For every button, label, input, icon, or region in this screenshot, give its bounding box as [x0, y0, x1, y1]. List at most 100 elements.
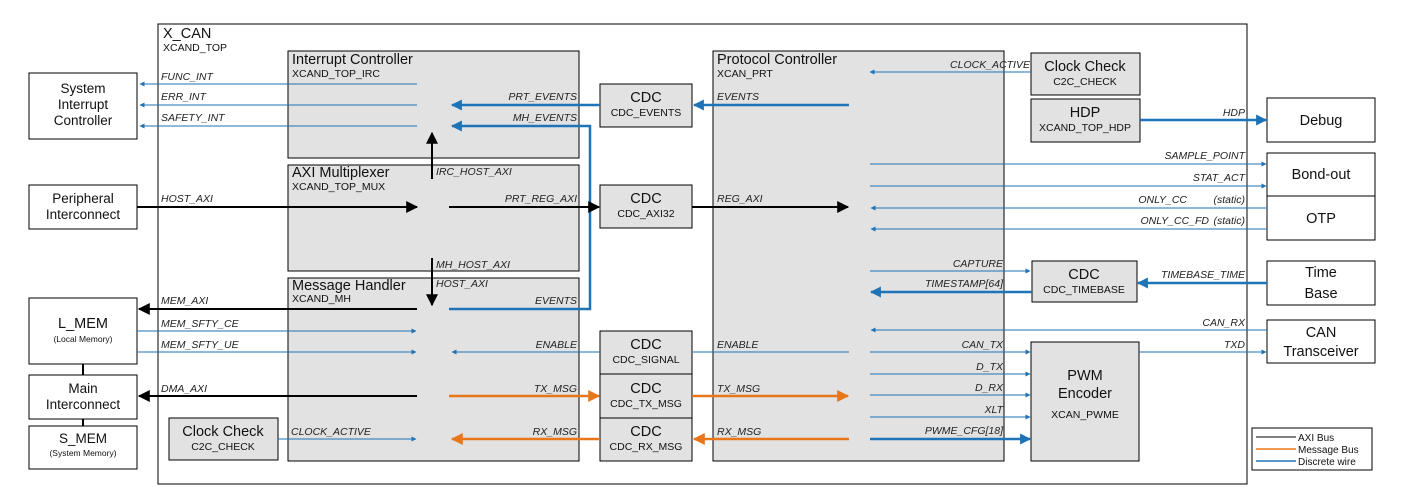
label-sample-point: SAMPLE_POINT [1164, 150, 1246, 162]
label-prt-events: PRT_EVENTS [508, 91, 577, 103]
periph-line2: Interconnect [46, 207, 121, 222]
label-mem-sfty-ce: MEM_SFTY_CE [161, 318, 240, 330]
s-mem-title: S_MEM [59, 431, 107, 446]
cdc-events-block: CDC CDC_EVENTS [599, 83, 693, 128]
label-rx-msg-prt: RX_MSG [717, 426, 761, 438]
label-enable-mh: ENABLE [536, 339, 578, 351]
label-only-cc: ONLY_CC [1138, 194, 1187, 206]
pwm-encoder-block: PWM Encoder XCAN_PWME [1030, 341, 1140, 462]
l-mem-title: L_MEM [58, 316, 108, 332]
label-mh-events: MH_EVENTS [513, 112, 577, 124]
otp-label: OTP [1306, 211, 1336, 227]
wire-d-rx: D_RX [870, 382, 1031, 398]
mh-subtitle: XCAND_MH [292, 293, 351, 305]
cdc-timebase-subtitle: CDC_TIMEBASE [1043, 284, 1125, 296]
cdc-rx-subtitle: CDC_RX_MSG [610, 441, 683, 453]
cdc-timebase-title: CDC [1068, 267, 1099, 283]
wire-mem-sfty-ce: MEM_SFTY_CE [137, 318, 417, 334]
bond-out-label: Bond-out [1292, 167, 1351, 183]
label-only-cc-static: (static) [1214, 194, 1246, 206]
sic-line3: Controller [54, 113, 113, 128]
pwm-subtitle: XCAN_PWME [1051, 409, 1119, 421]
hdp-block: HDP XCAND_TOP_HDP [1030, 98, 1141, 143]
label-reg-axi: REG_AXI [717, 193, 763, 205]
main-interconnect-block: Main Interconnect [28, 374, 138, 420]
time-base-block: Time Base [1266, 260, 1376, 306]
label-xlt: XLT [984, 404, 1005, 416]
label-clock-active-top: CLOCK_ACTIVE [950, 59, 1031, 71]
label-dma-axi: DMA_AXI [161, 383, 207, 395]
wire-prt-reg-axi: PRT_REG_AXI [449, 193, 601, 213]
label-mem-axi: MEM_AXI [161, 295, 208, 307]
wire-err-int: ERR_INT [139, 91, 417, 108]
hdp-title: HDP [1070, 105, 1101, 121]
wire-irc-host-axi: IRC_HOST_AXI [426, 131, 512, 179]
pwm-title-line1: PWM [1067, 368, 1102, 384]
wire-only-cc: ONLY_CC (static) [870, 194, 1266, 211]
sic-line2: Interrupt [58, 97, 109, 112]
axi-multiplexer-block: AXI Multiplexer XCAND_TOP_MUX [287, 164, 580, 272]
label-clock-active-bottom: CLOCK_ACTIVE [291, 426, 372, 438]
xcan-title: X_CAN [163, 26, 211, 42]
label-capture: CAPTURE [953, 258, 1004, 270]
legend: AXI Bus Message Bus Discrete wire [1251, 427, 1373, 471]
wire-tx-msg-prt: TX_MSG [692, 383, 850, 402]
label-mh-host-axi: MH_HOST_AXI [436, 259, 510, 271]
label-events-prt: EVENTS [717, 91, 759, 103]
wire-can-rx: CAN_RX [870, 317, 1267, 333]
wire-mem-sfty-ue: MEM_SFTY_UE [137, 339, 417, 355]
label-host-axi-in: HOST_AXI [161, 193, 213, 205]
cdc-tx-subtitle: CDC_TX_MSG [610, 398, 682, 410]
cdc-tx-title: CDC [630, 381, 661, 397]
wire-clock-active-top: CLOCK_ACTIVE [869, 59, 1031, 75]
label-timebase-time: TIMEBASE_TIME [1161, 269, 1246, 281]
wire-rx-msg-prt: RX_MSG [692, 426, 849, 445]
peripheral-interconnect-block: Peripheral Interconnect [28, 184, 138, 230]
wire-func-int: FUNC_INT [139, 71, 417, 87]
otp-block: OTP [1266, 195, 1376, 241]
wire-sample-point: SAMPLE_POINT [870, 150, 1267, 167]
system-interrupt-controller-block: System Interrupt Controller [28, 72, 138, 140]
clock-check-bottom-subtitle: C2C_CHECK [191, 441, 255, 453]
sic-line1: System [60, 81, 105, 96]
label-hdp: HDP [1223, 107, 1245, 119]
debug-block: Debug [1266, 97, 1376, 143]
irc-title: Interrupt Controller [292, 52, 413, 68]
legend-axi-bus: AXI Bus [1298, 433, 1334, 444]
wire-timestamp: TIMESTAMP[64] [869, 278, 1032, 298]
label-txd: TXD [1224, 339, 1245, 351]
wire-xlt: XLT [870, 404, 1031, 420]
wire-pwme-cfg: PWME_CFG[18] [870, 425, 1032, 445]
label-func-int: FUNC_INT [161, 71, 215, 83]
cdc-timebase-block: CDC CDC_TIMEBASE [1031, 260, 1138, 303]
can-trx-line1: CAN [1306, 325, 1337, 341]
cdc-rx-title: CDC [630, 424, 661, 440]
l-mem-subtitle: (Local Memory) [53, 334, 112, 344]
mux-title: AXI Multiplexer [292, 165, 390, 181]
label-host-axi-mh: HOST_AXI [436, 278, 488, 290]
wire-rx-msg-mh: RX_MSG [450, 426, 600, 445]
label-irc-host-axi: IRC_HOST_AXI [436, 166, 512, 178]
wire-reg-axi: REG_AXI [692, 193, 850, 213]
legend-discrete-wire: Discrete wire [1298, 457, 1356, 468]
wire-dma-axi: DMA_AXI [137, 383, 417, 402]
time-base-line2: Base [1304, 286, 1337, 302]
l-mem-block: L_MEM (Local Memory) [28, 297, 138, 365]
label-err-int: ERR_INT [161, 91, 208, 103]
wire-timebase-time: TIMEBASE_TIME [1136, 269, 1267, 289]
wire-mh-host-axi: MH_HOST_AXI HOST_AXI [426, 258, 510, 307]
clock-check-bottom-title: Clock Check [182, 424, 264, 440]
label-mem-sfty-ue: MEM_SFTY_UE [161, 339, 240, 351]
cdc-tx-msg-block: CDC CDC_TX_MSG [599, 373, 693, 419]
cdc-rx-msg-block: CDC CDC_RX_MSG [599, 417, 693, 462]
label-stat-act: STAT_ACT [1193, 172, 1247, 184]
main-ic-line2: Interconnect [46, 397, 121, 412]
xcan-subtitle: XCAND_TOP [163, 42, 227, 54]
cdc-signal-subtitle: CDC_SIGNAL [612, 354, 679, 366]
mh-title: Message Handler [292, 278, 406, 294]
wire-hdp: HDP [1140, 107, 1268, 126]
can-trx-line2: Transceiver [1283, 344, 1358, 360]
main-ic-line1: Main [68, 381, 97, 396]
legend-message-bus: Message Bus [1298, 445, 1359, 456]
label-tx-msg-mh: TX_MSG [534, 383, 577, 395]
